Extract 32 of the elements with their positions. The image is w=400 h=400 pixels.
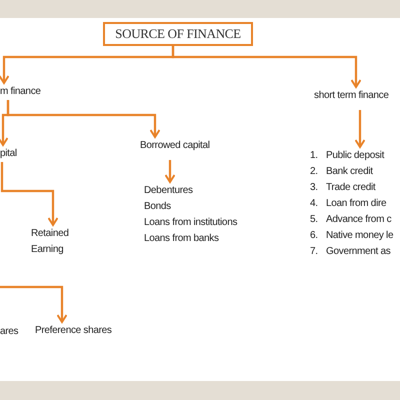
- list-item-text: Government as: [326, 245, 392, 259]
- node-label: pital: [0, 147, 18, 161]
- list-item-text: Trade credit: [326, 181, 377, 195]
- text-label: ares: [0, 325, 18, 339]
- list-number: 3.: [310, 181, 319, 195]
- list-item-text: Debentures: [144, 184, 194, 198]
- list-number: 6.: [310, 229, 319, 243]
- arrow: [164, 160, 176, 183]
- list-item-text: Loans from banks: [144, 232, 220, 246]
- list-number: 5.: [310, 213, 319, 227]
- title-box: SOURCE OF FINANCE: [103, 22, 253, 46]
- arrow: [0, 162, 58, 226]
- list-item-text: Native money le: [326, 229, 394, 243]
- list-number: 2.: [310, 165, 319, 179]
- list-item-text: Bonds: [144, 200, 172, 214]
- arrow: [0, 286, 68, 323]
- arrow: [172, 46, 362, 88]
- node-label: Preference shares: [35, 324, 113, 338]
- list-item-text: Public deposit: [326, 149, 386, 163]
- arrow: [354, 110, 366, 148]
- node-label: Borrowed capital: [140, 139, 211, 153]
- list-number: 7.: [310, 245, 319, 259]
- node-label: Retained Earning: [31, 227, 70, 257]
- node-label: short term finance: [314, 89, 390, 103]
- list-item-text: Bank credit: [326, 165, 374, 179]
- list-number: 1.: [310, 149, 319, 163]
- list-item-text: Loans from institutions: [144, 216, 238, 230]
- arrow: [6, 100, 160, 138]
- list-item-text: Advance from c: [326, 213, 392, 227]
- list-number: 4.: [310, 197, 319, 211]
- list-item-text: Loan from dire: [326, 197, 388, 211]
- node-label: m finance: [0, 85, 42, 99]
